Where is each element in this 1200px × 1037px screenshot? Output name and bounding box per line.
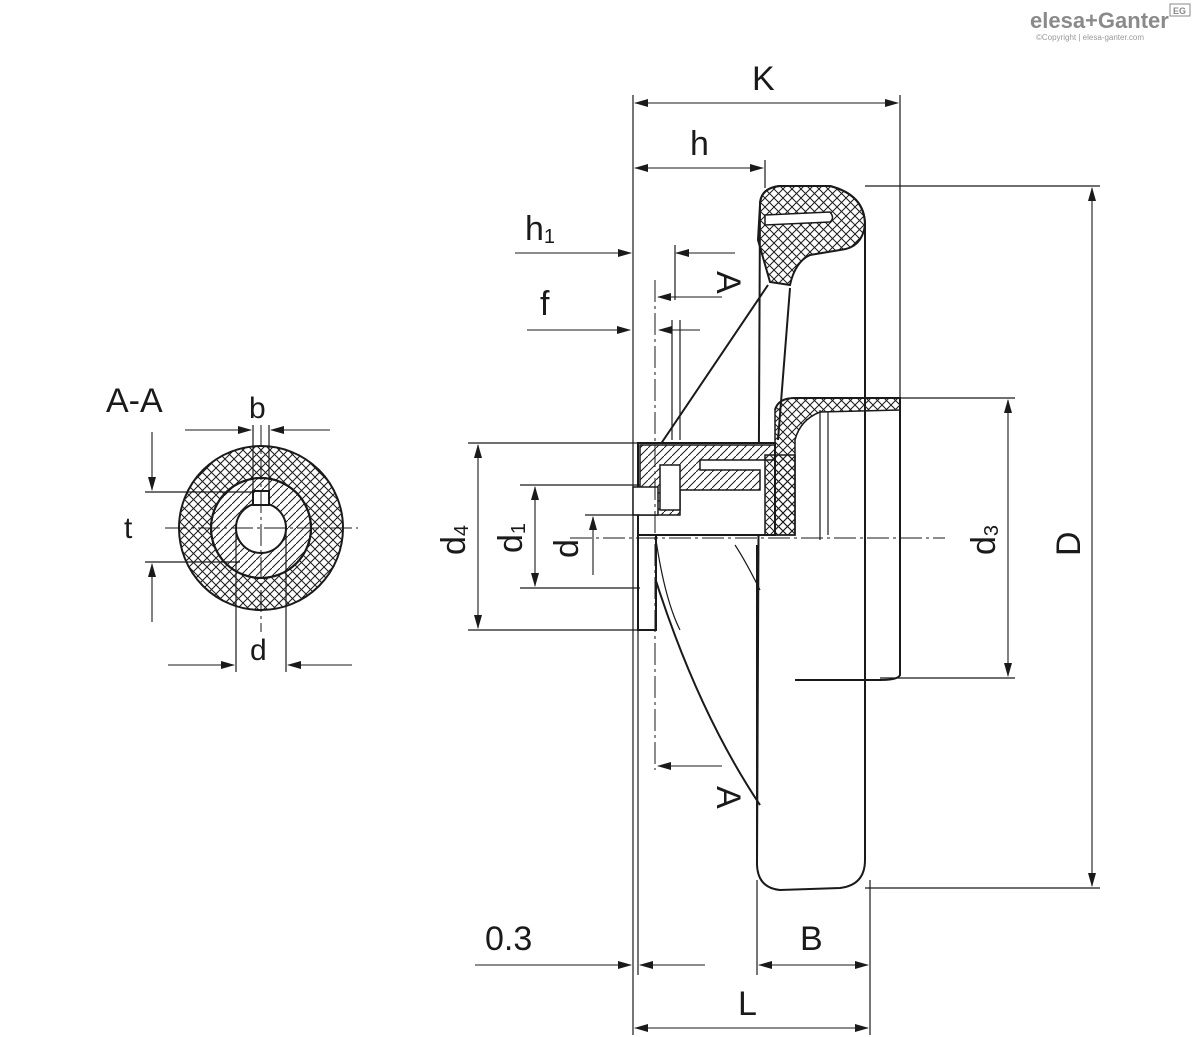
label-t: t (124, 512, 133, 545)
label-d3: d3 (965, 525, 1003, 555)
section-label: A-A (106, 382, 163, 420)
label-L: L (738, 985, 757, 1023)
label-b: b (249, 392, 266, 425)
brand-badge-frame (1169, 3, 1191, 17)
label-d1: d1 (492, 523, 530, 553)
spoke-upper (649, 284, 791, 461)
set-screw (659, 464, 681, 511)
brand-copyright: ©Copyright | elesa-ganter.com (1036, 33, 1144, 42)
handwheel-side-view: K h h1 A f A d4 d1 (435, 60, 1100, 1035)
label-h1: h1 (525, 210, 555, 248)
label-D: D (1050, 531, 1088, 556)
label-d4: d4 (435, 525, 473, 555)
label-gap: 0.3 (485, 920, 532, 958)
label-A-bottom: A (709, 786, 747, 809)
rim-section-hatch (756, 185, 867, 287)
hub-insert (764, 454, 796, 536)
label-A-top: A (709, 271, 747, 294)
brand-logo: elesa+Ganter ©Copyright | elesa-ganter.c… (1030, 3, 1191, 42)
brand-badge: EG (1173, 6, 1186, 16)
label-K: K (752, 60, 775, 98)
section-view-a-a: A-A b t d (106, 382, 358, 672)
label-B: B (800, 920, 823, 958)
label-h: h (690, 125, 709, 163)
brand-name: elesa+Ganter (1030, 8, 1169, 33)
label-f: f (540, 285, 550, 323)
label-d: d (548, 539, 586, 558)
label-d-section: d (250, 634, 267, 667)
